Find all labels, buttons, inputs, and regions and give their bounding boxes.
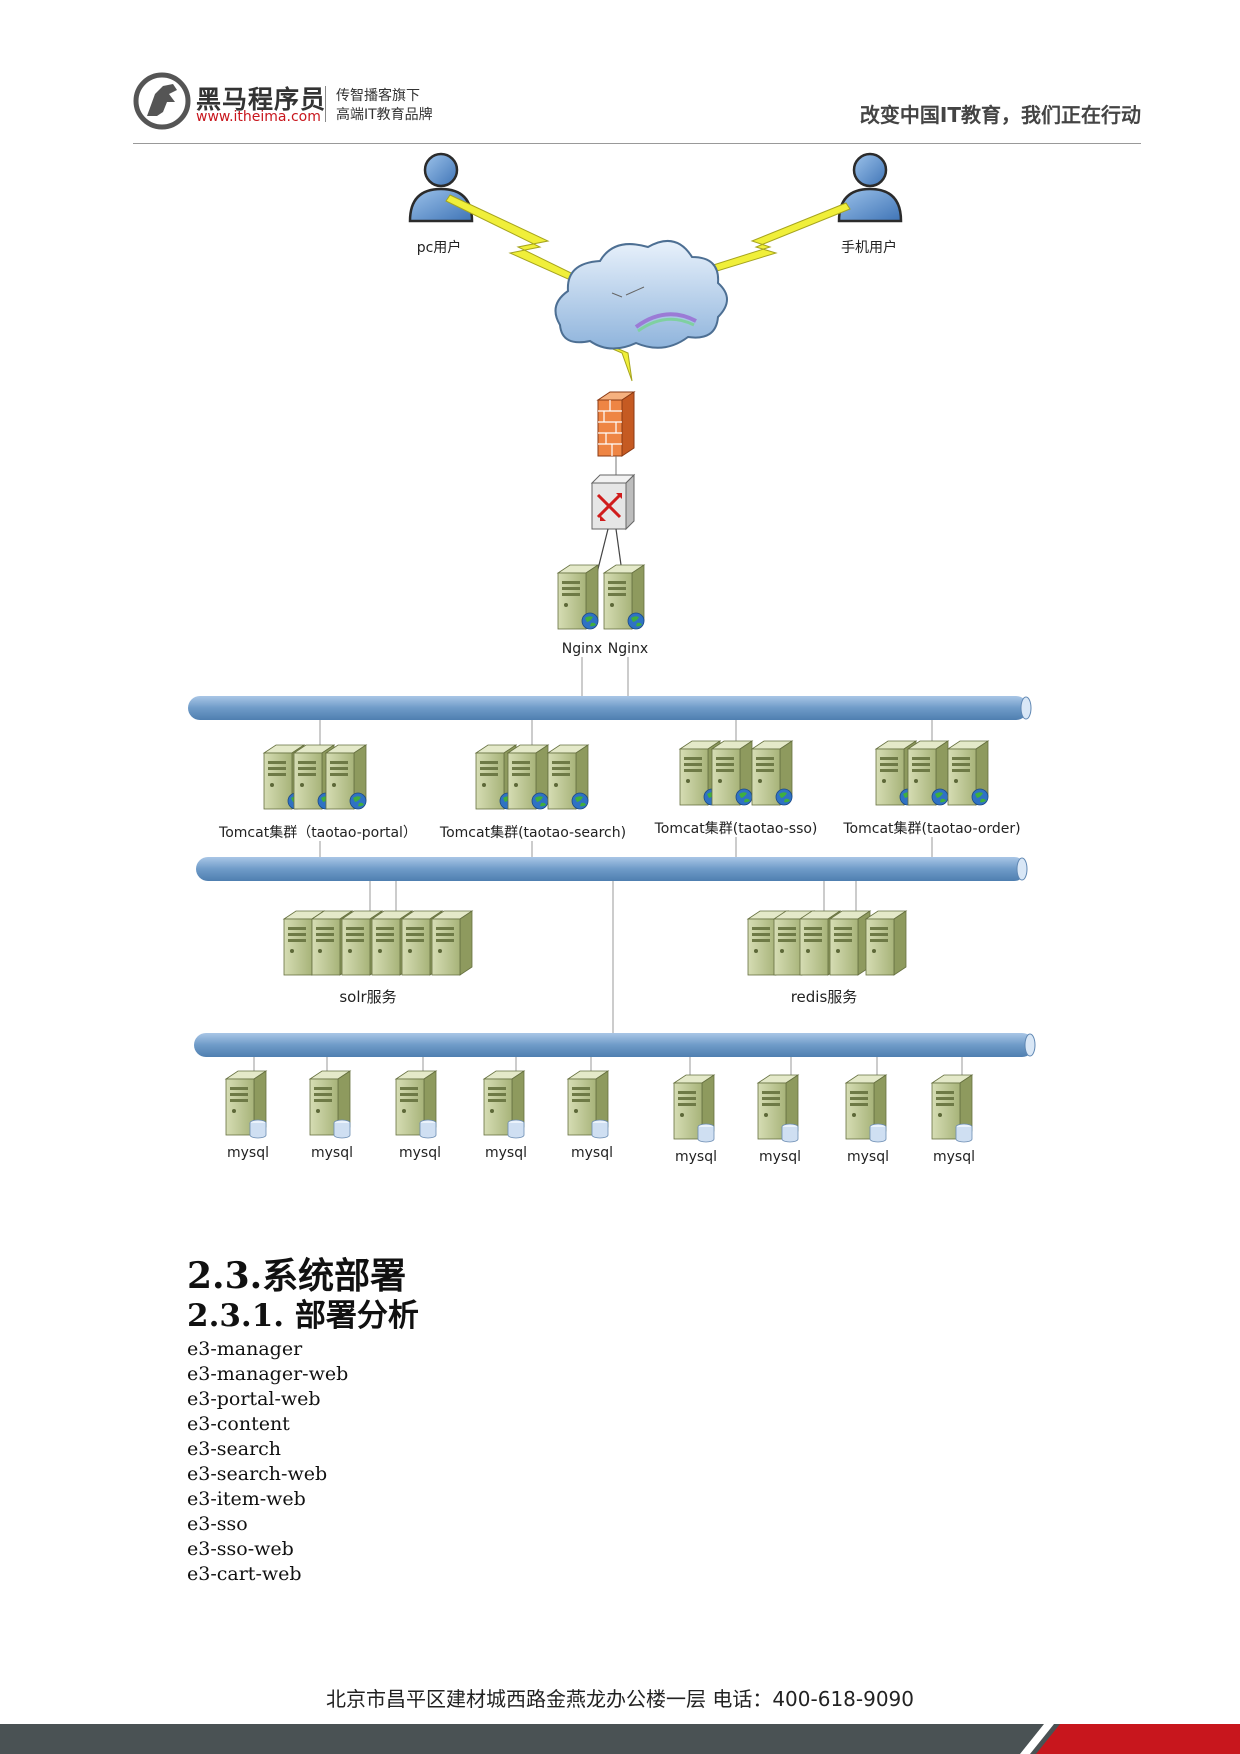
- logo-subtitle-1: 传智播客旗下: [336, 88, 420, 104]
- network-bus-1: [188, 696, 1032, 720]
- mysql-server: [310, 1071, 350, 1138]
- tomcat-portal-label: Tomcat集群（taotao-portal）: [218, 824, 417, 841]
- mysql-label: mysql: [933, 1149, 975, 1165]
- mysql-server: [846, 1075, 886, 1142]
- redis-label: redis服务: [791, 988, 858, 1006]
- mysql-server-cluster: [226, 1071, 972, 1142]
- mobile-user-icon: [837, 152, 903, 223]
- header-slogan: 改变中国IT教育，我们正在行动: [859, 103, 1141, 127]
- nginx-label-2: Nginx: [608, 641, 648, 657]
- module-list: e3-manager e3-manager-web e3-portal-web …: [187, 1337, 419, 1587]
- tomcat-sso-label: Tomcat集群(taotao-sso): [654, 820, 818, 837]
- list-item: e3-cart-web: [187, 1563, 302, 1585]
- internet-cloud-icon: [554, 239, 728, 350]
- mysql-server: [568, 1071, 608, 1138]
- logo-url: www.itheima.com: [196, 109, 321, 125]
- logo-divider: [325, 86, 326, 122]
- tomcat-order-cluster: [876, 741, 988, 805]
- mysql-server: [674, 1075, 714, 1142]
- mysql-label: mysql: [675, 1149, 717, 1165]
- redis-server-cluster: [747, 910, 907, 976]
- nginx-server-2: [604, 565, 644, 629]
- page-header: 黑马程序员 www.itheima.com 传智播客旗下 高端IT教育品牌 改变…: [0, 0, 1240, 145]
- nginx-server-1: [558, 565, 598, 629]
- list-item: e3-sso: [187, 1513, 248, 1535]
- tomcat-order-label: Tomcat集群(taotao-order): [842, 820, 1020, 837]
- subsection-heading: 2.3.1. 部署分析: [187, 1298, 419, 1334]
- footer-address: 北京市昌平区建材城西路金燕龙办公楼一层 电话：400-618-9090: [325, 1687, 915, 1711]
- tomcat-portal-cluster: [264, 745, 366, 809]
- network-bus-3: [194, 1033, 1036, 1057]
- list-item: e3-manager-web: [187, 1363, 349, 1385]
- tomcat-search-cluster: [476, 745, 588, 809]
- mysql-label: mysql: [227, 1145, 269, 1161]
- pc-user-label: pc用户: [417, 239, 462, 256]
- section-heading: 2.3.系统部署: [187, 1255, 407, 1297]
- mysql-label: mysql: [847, 1149, 889, 1165]
- list-item: e3-search: [187, 1438, 282, 1460]
- tomcat-search-label: Tomcat集群(taotao-search): [439, 824, 626, 841]
- header-rule: [133, 143, 1141, 144]
- nginx-label-1: Nginx: [562, 641, 602, 657]
- mysql-label: mysql: [571, 1145, 613, 1161]
- bus-connectors-2: [369, 881, 857, 1033]
- mysql-label: mysql: [311, 1145, 353, 1161]
- network-bus-2: [196, 857, 1028, 881]
- footer-accent-stripe: [1020, 1724, 1240, 1754]
- mysql-server: [484, 1071, 524, 1138]
- mysql-label: mysql: [399, 1145, 441, 1161]
- logo-name: 黑马程序员: [196, 85, 327, 114]
- list-item: e3-content: [187, 1413, 290, 1435]
- tomcat-sso-cluster: [680, 740, 793, 806]
- solr-label: solr服务: [339, 988, 396, 1006]
- mysql-label: mysql: [759, 1149, 801, 1165]
- list-item: e3-manager: [187, 1338, 303, 1360]
- list-item: e3-item-web: [187, 1488, 306, 1510]
- mysql-label: mysql: [485, 1145, 527, 1161]
- bus-connectors-1: [319, 720, 933, 751]
- horse-logo-icon: [133, 72, 191, 130]
- switch-icon: [590, 473, 636, 531]
- list-item: e3-search-web: [187, 1463, 328, 1485]
- solr-server-cluster: [283, 910, 473, 976]
- deployment-diagram: pc用户 手机用户 Nginx Nginx: [0, 145, 1240, 1185]
- mobile-user-label: 手机用户: [841, 239, 897, 256]
- pc-user-icon: [408, 152, 474, 223]
- mysql-server: [758, 1075, 798, 1142]
- firewall-icon: [596, 391, 636, 457]
- mysql-server: [932, 1075, 972, 1142]
- bus-connectors-3: [253, 1057, 963, 1077]
- list-item: e3-portal-web: [187, 1388, 321, 1410]
- mysql-server: [396, 1071, 436, 1138]
- mysql-server: [226, 1071, 266, 1138]
- logo-subtitle-2: 高端IT教育品牌: [336, 107, 433, 123]
- list-item: e3-sso-web: [187, 1538, 294, 1560]
- section-content: 2.3.系统部署 2.3.1. 部署分析 e3-manager e3-manag…: [187, 1255, 419, 1587]
